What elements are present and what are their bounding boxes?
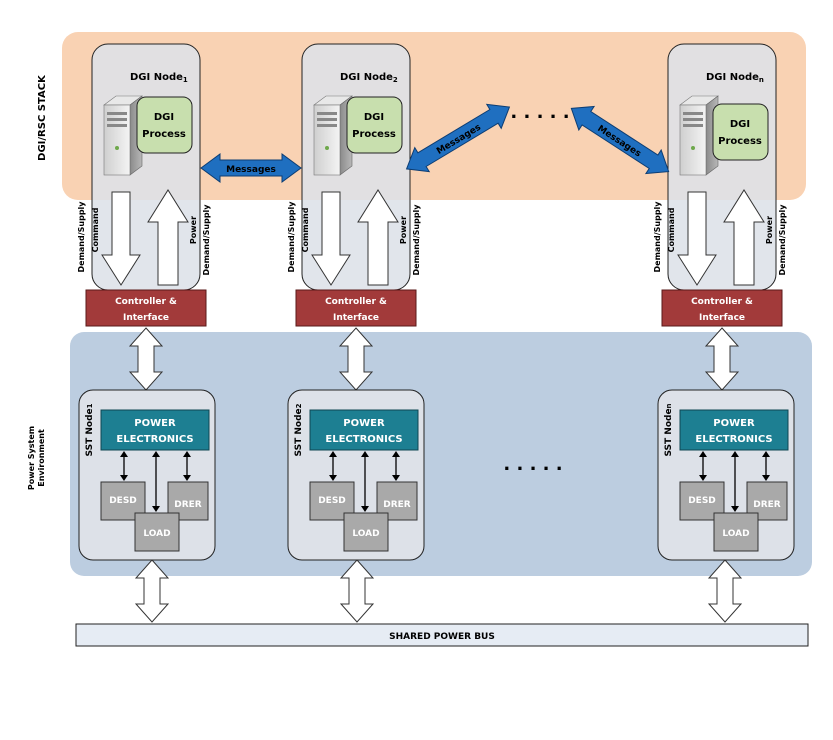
dgi-process-line2: Process <box>718 136 762 147</box>
sst-node-title: SST Node2 <box>294 403 304 456</box>
right-inner-label: Power <box>765 216 774 244</box>
dgi-node-title: DGI Node2 <box>340 72 398 84</box>
pe-line1: POWER <box>134 418 176 429</box>
dgi-node-title: DGI Noden <box>706 72 764 84</box>
controller-line1: Controller & <box>325 297 387 307</box>
sst-node-1: SST Node1 POWER ELECTRONICS DESD DRER LO… <box>78 389 216 561</box>
server-icon <box>103 95 143 176</box>
sst-node-2: SST Node2 POWER ELECTRONICS DESD DRER LO… <box>287 389 425 561</box>
controller-interface-box <box>661 289 783 327</box>
desd-label: DESD <box>109 496 137 506</box>
env-label-line2: Environment <box>37 429 46 487</box>
server-icon <box>313 95 353 176</box>
dgi-process-line2: Process <box>142 129 186 140</box>
load-box <box>134 512 180 552</box>
drer-label: DRER <box>383 500 411 510</box>
command-down-arrow <box>311 191 351 286</box>
stack-label: DGI/RSC STACK <box>37 74 48 161</box>
power-system-region <box>70 332 812 576</box>
messages-label-1-2: Messages <box>226 165 276 175</box>
desd-label: DESD <box>688 496 716 506</box>
dgi-node-1: DGI Node1 DGI Process Demand/Supply Comm… <box>77 43 211 327</box>
controller-line2: Interface <box>699 313 745 323</box>
dgi-node-title: DGI Node1 <box>130 72 188 84</box>
right-inner-label: Power <box>189 216 198 244</box>
power-up-arrow <box>357 189 399 286</box>
dgi-process-line2: Process <box>352 129 396 140</box>
right-outer-label: Demand/Supply <box>202 204 211 276</box>
env-label-line1: Power System <box>27 426 36 490</box>
shared-power-bus-label: SHARED POWER BUS <box>389 632 495 642</box>
sst-bus-arrows <box>134 559 743 623</box>
left-inner-label: Command <box>667 207 676 252</box>
dgi-node-n: DGI Noden DGI Process Demand/Supply Comm… <box>653 43 787 327</box>
right-inner-label: Power <box>399 216 408 244</box>
controller-line2: Interface <box>333 313 379 323</box>
controller-line2: Interface <box>123 313 169 323</box>
load-label: LOAD <box>722 529 749 539</box>
dgi-process-line1: DGI <box>364 112 384 123</box>
command-down-arrow <box>101 191 141 286</box>
controller-line1: Controller & <box>691 297 753 307</box>
controller-line1: Controller & <box>115 297 177 307</box>
sst-node-n: SST Noden POWER ELECTRONICS DESD DRER LO… <box>657 389 795 561</box>
controller-interface-box <box>85 289 207 327</box>
left-inner-label: Command <box>301 207 310 252</box>
power-electronics-box <box>100 409 210 451</box>
ellipsis-middle: . . . . . <box>503 454 562 475</box>
server-icon <box>679 95 719 176</box>
ellipsis-top: . . . . . <box>510 102 569 123</box>
dgi-node-2: DGI Node2 DGI Process Demand/Supply Comm… <box>287 43 421 327</box>
drer-label: DRER <box>753 500 781 510</box>
pe-line1: POWER <box>713 418 755 429</box>
power-up-arrow <box>147 189 189 286</box>
left-outer-label: Demand/Supply <box>287 201 296 273</box>
load-label: LOAD <box>352 529 379 539</box>
command-down-arrow <box>677 191 717 286</box>
sst-node-title: SST Noden <box>664 403 674 456</box>
load-label: LOAD <box>143 529 170 539</box>
left-inner-label: Command <box>91 207 100 252</box>
dgi-process-line1: DGI <box>730 119 750 130</box>
pe-links <box>329 451 400 512</box>
controller-interface-box <box>295 289 417 327</box>
left-outer-label: Demand/Supply <box>653 201 662 273</box>
dgi-process-line1: DGI <box>154 112 174 123</box>
messages-arrow-1-2 <box>200 153 302 183</box>
dgi-process-box <box>712 103 769 161</box>
pe-line1: POWER <box>343 418 385 429</box>
right-outer-label: Demand/Supply <box>412 204 421 276</box>
desd-label: DESD <box>318 496 346 506</box>
messages-arrow-dots-n <box>570 105 670 175</box>
shared-power-bus <box>75 623 809 647</box>
sst-node-title: SST Node1 <box>85 403 95 456</box>
pe-line2: ELECTRONICS <box>325 434 402 445</box>
pe-line2: ELECTRONICS <box>116 434 193 445</box>
power-electronics-box <box>679 409 789 451</box>
dgi-stack-region <box>62 32 806 200</box>
messages-arrow-2-dots <box>405 103 511 173</box>
right-outer-label: Demand/Supply <box>778 204 787 276</box>
drer-label: DRER <box>174 500 202 510</box>
dgi-process-box <box>346 96 403 154</box>
load-box <box>713 512 759 552</box>
left-outer-label: Demand/Supply <box>77 201 86 273</box>
power-up-arrow <box>723 189 765 286</box>
pe-links <box>699 451 770 512</box>
pe-line2: ELECTRONICS <box>695 434 772 445</box>
dgi-process-box <box>136 96 193 154</box>
power-electronics-box <box>309 409 419 451</box>
pe-links <box>120 451 191 512</box>
load-box <box>343 512 389 552</box>
